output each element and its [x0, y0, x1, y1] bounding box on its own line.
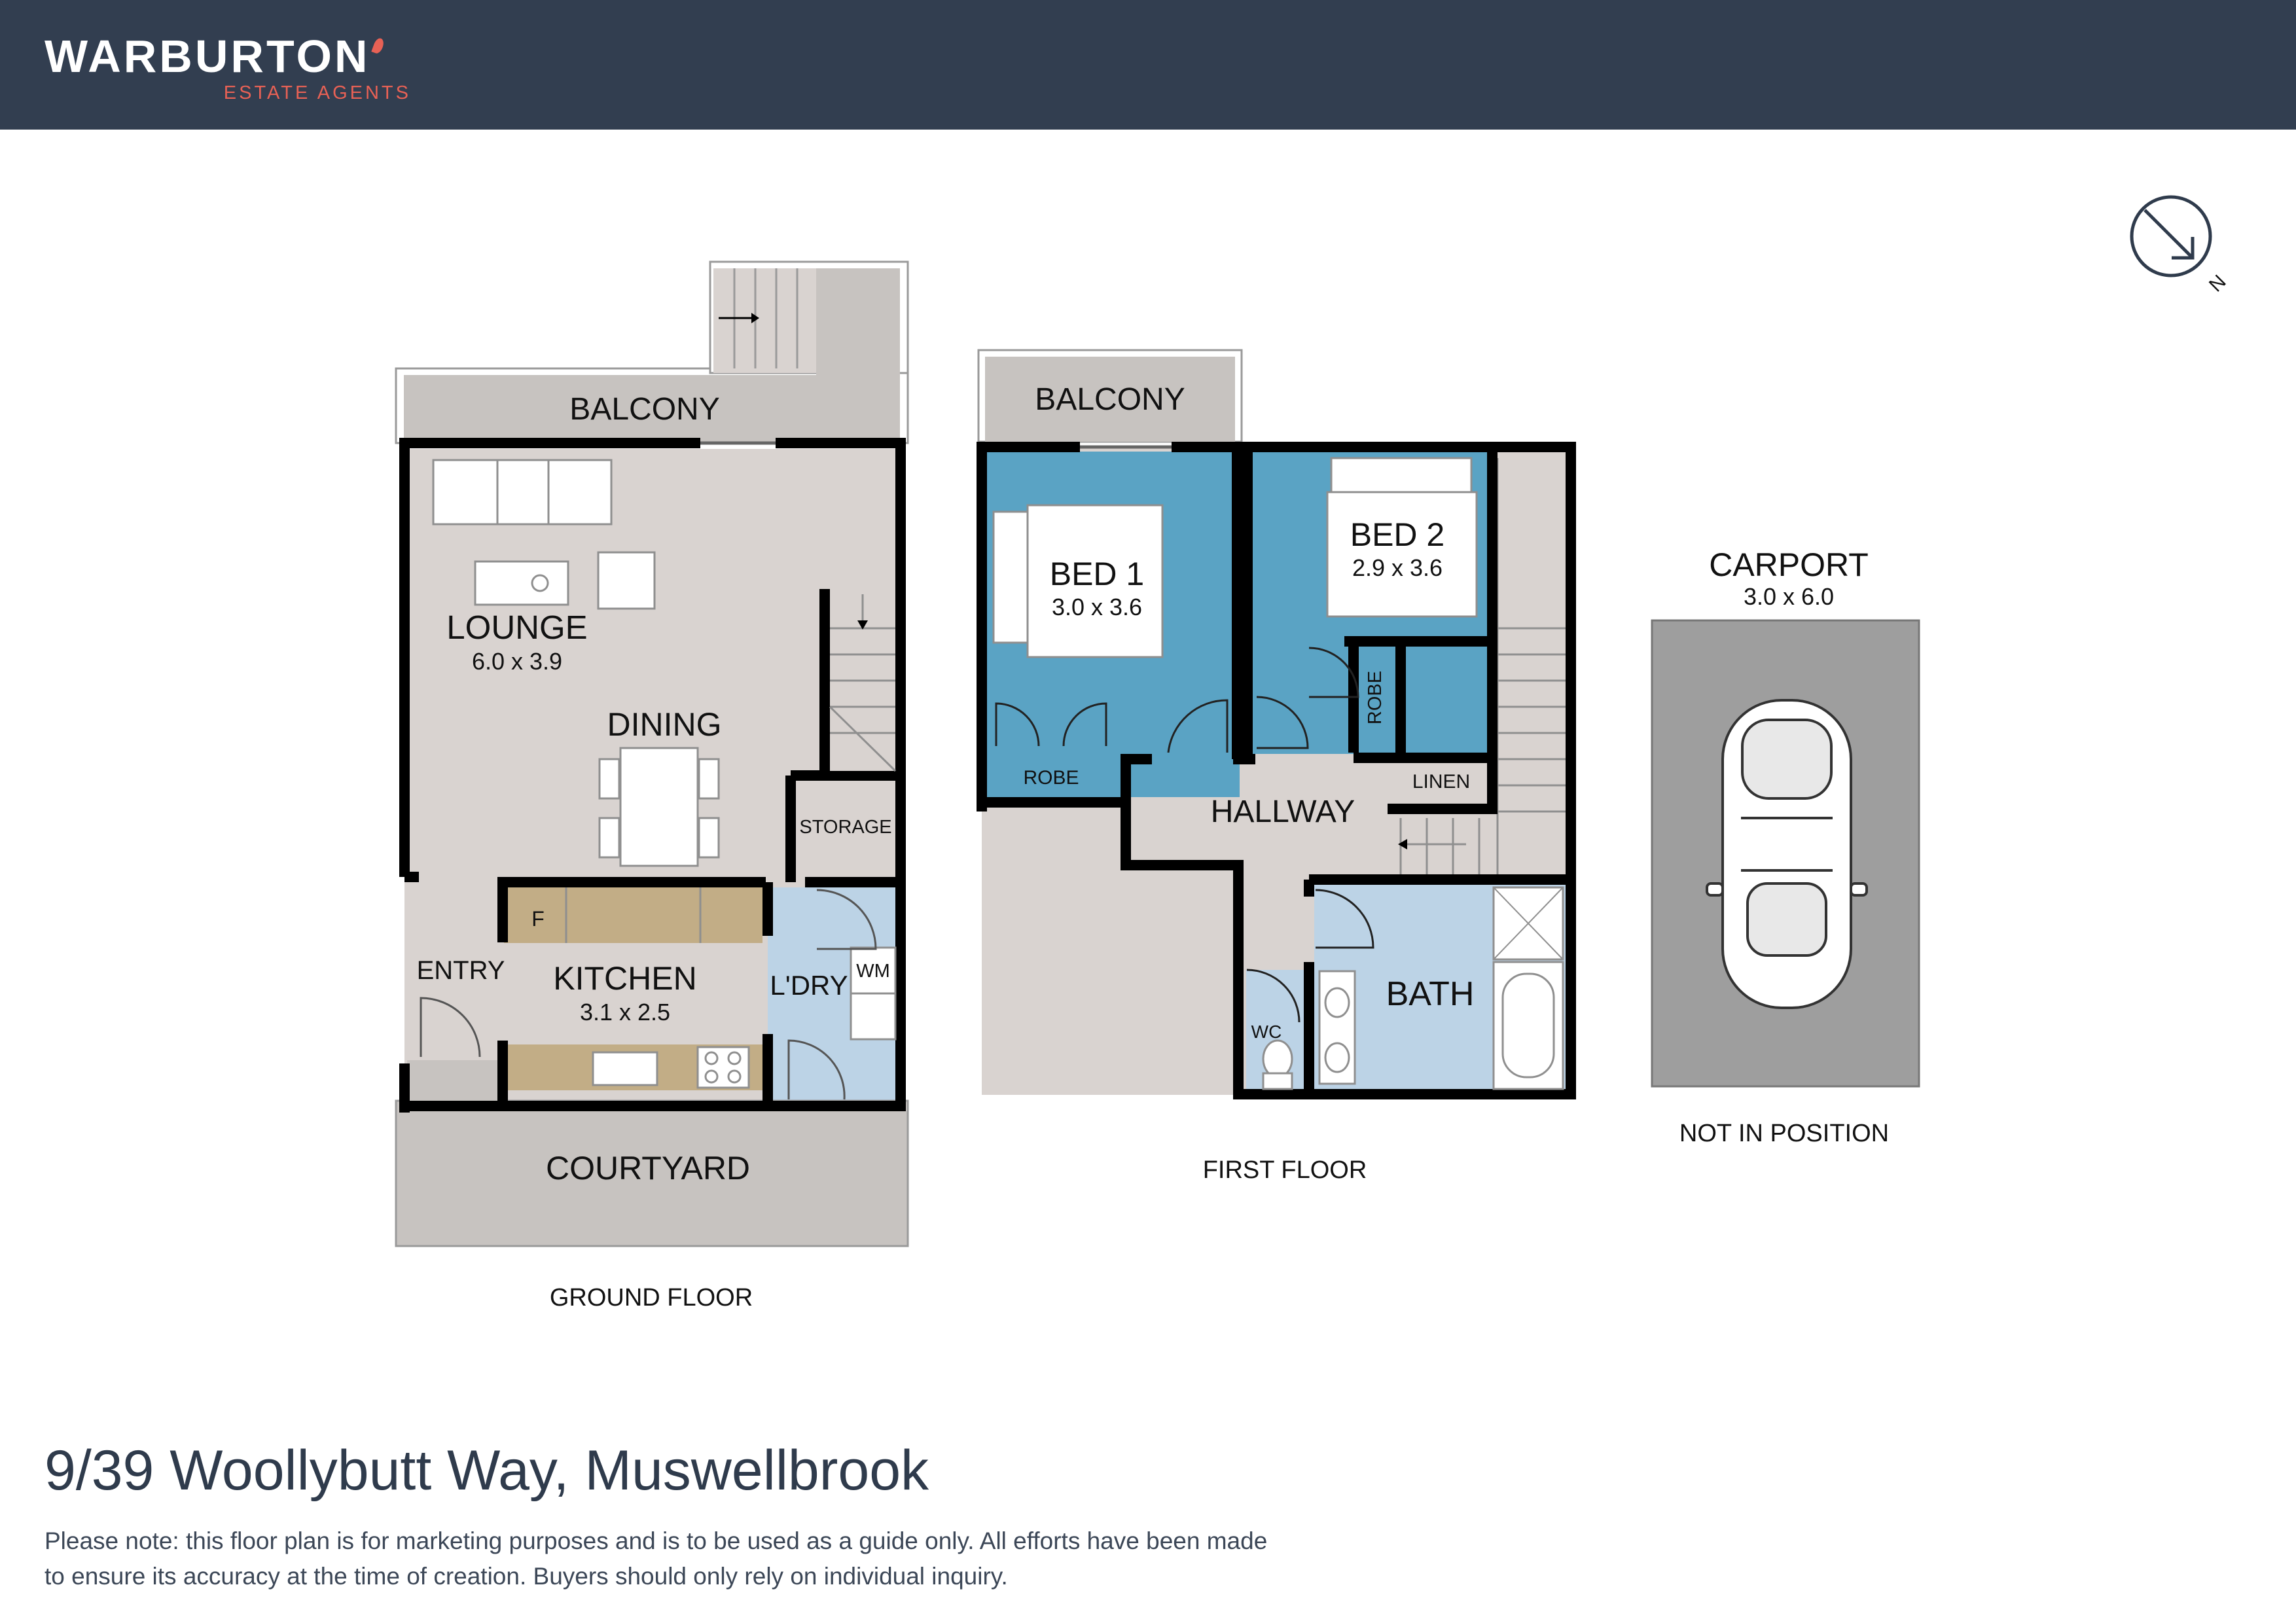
bed2-icon: [1326, 491, 1478, 618]
gf-balcony: [404, 375, 900, 443]
lounge-size: 6.0 x 3.9: [472, 648, 562, 675]
hallway-label: HALLWAY: [1211, 794, 1355, 829]
bathtub-icon: [1492, 961, 1564, 1090]
dining-table-icon: [619, 747, 699, 867]
gf-entry-step: [407, 1060, 499, 1103]
sofa-icon: [432, 459, 613, 526]
carport-size: 3.0 x 6.0: [1744, 583, 1834, 610]
laundry-tub-icon: [850, 992, 897, 1041]
bed2-robe-label: ROBE: [1365, 671, 1386, 724]
gf-courtyard: [395, 1099, 909, 1247]
dining-chair-icons: [598, 758, 720, 859]
ff-balcony-label: BALCONY: [1035, 382, 1185, 417]
brand-logo: WARBURTON ESTATE AGENTS: [45, 29, 408, 107]
ff-balcony: [985, 357, 1235, 442]
carport-label: CARPORT: [1709, 546, 1869, 583]
storage-label: STORAGE: [799, 817, 891, 838]
kitchen-label: KITCHEN: [553, 960, 696, 997]
property-address: 9/39 Woollybutt Way, Muswellbrook: [45, 1439, 929, 1502]
entry-label: ENTRY: [417, 956, 505, 985]
ff-walls: [977, 442, 1576, 1099]
first-floor: BALCONY BED 1 3.0 x 3.6 BED 2 2.9 x 3.6 …: [977, 349, 1576, 1184]
first-floor-caption: FIRST FLOOR: [1203, 1156, 1367, 1184]
dining-label: DINING: [607, 706, 722, 743]
bed1-robe-label: ROBE: [1023, 767, 1079, 789]
brand-name: WARBURTON: [45, 31, 370, 82]
carport: CARPORT 3.0 x 6.0 NOT IN POSITION: [1651, 546, 1920, 1147]
kitchen-size: 3.1 x 2.5: [580, 999, 670, 1026]
gf-balcony-stairs: [713, 268, 816, 373]
bed2-pillows-icon: [1330, 457, 1473, 497]
bath-label: BATH: [1386, 975, 1475, 1013]
laundry-label: L'DRY: [770, 970, 848, 1001]
toilet-icon: [1262, 1039, 1293, 1079]
disclaimer-text: Please note: this floor plan is for mark…: [45, 1527, 1268, 1590]
bed1-icon: [1026, 504, 1164, 658]
bed2-label: BED 2: [1350, 516, 1445, 553]
ground-floor-caption: GROUND FLOOR: [550, 1284, 753, 1311]
lounge-label: LOUNGE: [446, 609, 587, 646]
courtyard-label: COURTYARD: [546, 1150, 750, 1186]
ff-door-swings: [995, 647, 1374, 1023]
gf-walls: [399, 438, 906, 1113]
compass-label: N: [2205, 271, 2231, 296]
gf-balcony-label: BALCONY: [569, 392, 719, 427]
bed1-label: BED 1: [1050, 556, 1145, 592]
wc-label: WC: [1251, 1022, 1282, 1042]
bed1-pillows-icon: [992, 510, 1033, 644]
gf-kitchen-bench-top: [504, 887, 762, 943]
linen-label: LINEN: [1412, 771, 1470, 793]
north-arrow-icon: N: [2130, 195, 2231, 296]
cooktop-icon: [696, 1046, 750, 1089]
coffee-table-icon: [474, 560, 569, 606]
fridge-label: F: [531, 907, 545, 931]
gf-door-swings: [420, 889, 877, 1100]
carport-note: NOT IN POSITION: [1679, 1120, 1889, 1147]
vanity-icon: [1318, 970, 1356, 1085]
ground-floor: BALCONY LOUNGE 6.0 x 3.9 DINING STORAGE …: [395, 260, 909, 1311]
bed1-size: 3.0 x 3.6: [1052, 594, 1142, 620]
wm-label: WM: [856, 961, 890, 982]
car-icon: [1706, 699, 1868, 1009]
bed2-size: 2.9 x 3.6: [1352, 554, 1443, 581]
armchair-icon: [597, 551, 656, 610]
header-bar: WARBURTON ESTATE AGENTS: [0, 0, 2296, 130]
kitchen-sink-icon: [592, 1051, 658, 1086]
brand-tagline: ESTATE AGENTS: [223, 82, 411, 103]
